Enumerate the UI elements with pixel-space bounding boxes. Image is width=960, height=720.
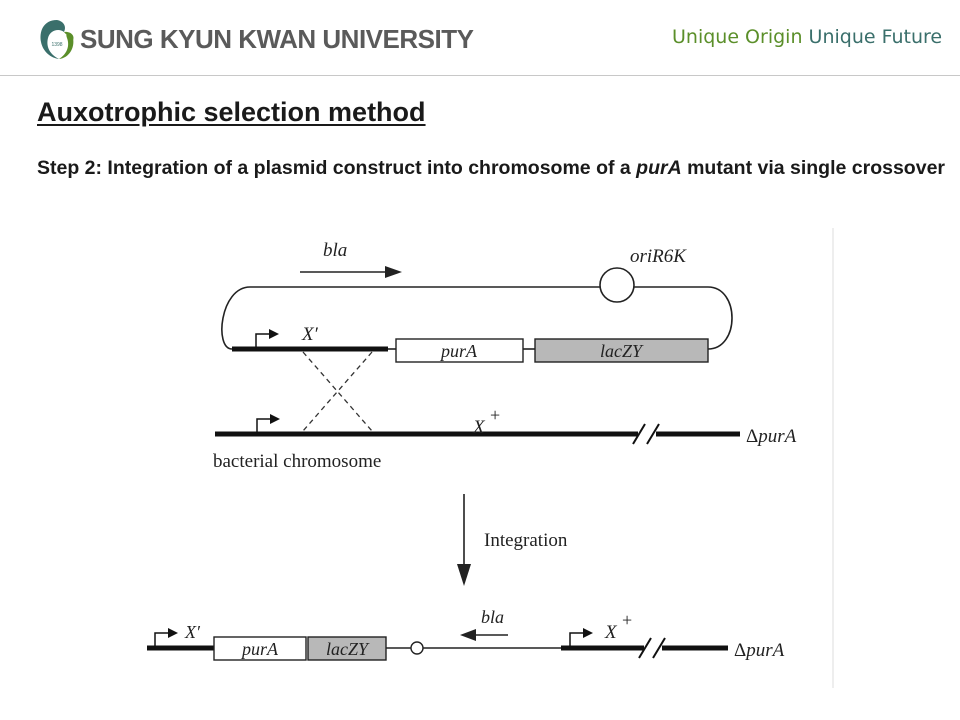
integration-arrow-head: [457, 564, 471, 586]
result-laczy-label: lacZY: [326, 639, 370, 659]
step-gene: purA: [636, 157, 682, 179]
bla-label: bla: [323, 240, 347, 261]
step-description: Step 2: Integration of a plasmid constru…: [37, 150, 960, 186]
result-pura-box: [213, 636, 307, 661]
slide-title: Auxotrophic selection method: [37, 97, 426, 127]
chromosome-promoter-icon: [256, 418, 271, 434]
chromosome-break-2: [646, 423, 660, 445]
result-x-plus-label: X: [604, 622, 618, 643]
result-break-1: [638, 637, 652, 659]
chromosome-promoter-head: [270, 414, 280, 424]
result-x-plus-superscript: +: [622, 610, 632, 630]
result-promoter-head: [168, 628, 178, 638]
plasmid-promoter-icon: [255, 333, 270, 349]
chromosome-label: bacterial chromosome: [213, 451, 381, 472]
x-plus-superscript: +: [490, 405, 500, 425]
result-ori-circle: [410, 641, 424, 655]
integration-diagram: oriR6K bla X′ purA lacZY X + ΔpurA bacte…: [147, 228, 834, 688]
result-break-2: [652, 637, 666, 659]
slogan-part-1: Unique Origin: [672, 26, 803, 48]
result-pura-label: purA: [240, 639, 279, 659]
result-delta-pura-label: ΔpurA: [734, 640, 785, 661]
bla-arrow-head: [385, 266, 402, 278]
delta-pura-label: ΔpurA: [746, 426, 797, 447]
laczy-box: [534, 338, 709, 363]
result-bla-head: [460, 629, 476, 641]
x-prime-label: X′: [301, 324, 319, 345]
header-divider: [0, 75, 960, 76]
university-name: SUNG KYUN KWAN UNIVERSITY: [80, 24, 474, 54]
plasmid-promoter-head: [269, 329, 279, 339]
result-bla-label: bla: [481, 607, 504, 627]
pura-box: [395, 338, 524, 363]
result-x-plus-promoter-head: [583, 628, 593, 638]
ori-circle: [599, 267, 635, 303]
step-suffix: mutant via single crossover: [681, 157, 946, 179]
laczy-label: lacZY: [600, 341, 644, 361]
slogan-part-2: Unique Future: [808, 26, 943, 48]
slide-header: 1398 SUNG KYUN KWAN UNIVERSITY Unique Or…: [0, 0, 960, 78]
chromosome-break-1: [632, 423, 646, 445]
plasmid-backbone-right: [634, 286, 733, 350]
logo-year: 1398: [51, 42, 62, 48]
ori-label: oriR6K: [630, 246, 687, 267]
result-promoter-icon: [154, 632, 169, 648]
result-x-plus-promoter-icon: [569, 632, 584, 648]
university-logo-icon: 1398: [40, 20, 74, 59]
plasmid-backbone: [221, 286, 600, 350]
slogan: Unique Origin Unique Future: [672, 26, 942, 48]
result-x-prime-label: X′: [184, 622, 201, 642]
step-prefix: Step 2: Integration of a plasmid constru…: [37, 157, 637, 179]
x-plus-label: X: [472, 417, 486, 438]
pura-label: purA: [439, 341, 478, 361]
integration-label: Integration: [484, 530, 568, 551]
